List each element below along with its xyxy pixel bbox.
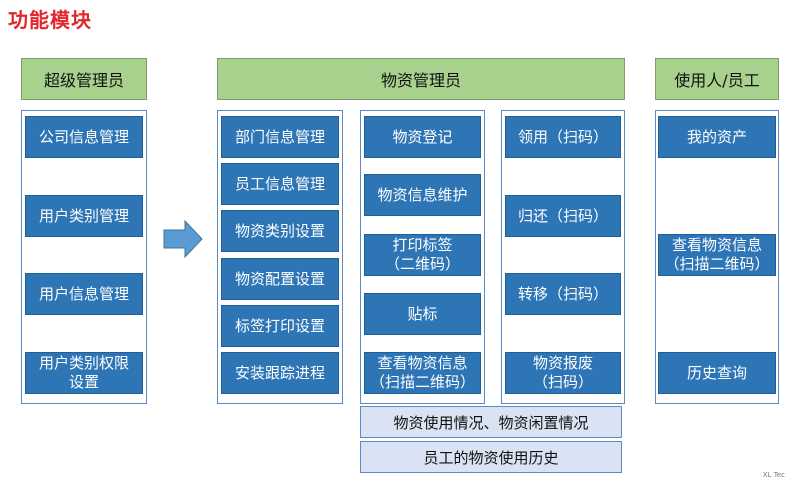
right-arrow-icon	[163, 220, 203, 258]
asset-admin-item-transfer: 转移（扫码）	[505, 273, 621, 315]
asset-admin-item-asset-config: 物资配置设置	[221, 258, 339, 300]
super-admin-item-category-permission: 用户类别权限 设置	[25, 352, 143, 394]
asset-admin-item-asset-register: 物资登记	[364, 116, 481, 158]
asset-admin-item-apply-label: 贴标	[364, 293, 481, 335]
header-asset-admin: 物资管理员	[217, 58, 625, 100]
asset-admin-item-employee-info: 员工信息管理	[221, 163, 339, 205]
asset-admin-item-print-label: 打印标签 （二维码）	[364, 234, 481, 276]
user-item-history: 历史查询	[658, 352, 776, 394]
asset-admin-item-asset-category: 物资类别设置	[221, 210, 339, 252]
asset-admin-item-asset-maintain: 物资信息维护	[364, 174, 481, 216]
user-item-my-assets: 我的资产	[658, 116, 776, 158]
header-user: 使用人/员工	[655, 58, 779, 100]
asset-admin-item-return: 归还（扫码）	[505, 195, 621, 237]
asset-admin-item-install-tracking: 安装跟踪进程	[221, 352, 339, 394]
asset-admin-item-label-print: 标签打印设置	[221, 305, 339, 347]
asset-admin-item-scrap: 物资报废 （扫码）	[505, 352, 621, 394]
header-super-admin: 超级管理员	[21, 58, 147, 100]
super-admin-item-company-info: 公司信息管理	[25, 116, 143, 158]
employee-usage-history: 员工的物资使用历史	[360, 441, 622, 473]
super-admin-item-user-category: 用户类别管理	[25, 195, 143, 237]
asset-usage-report: 物资使用情况、物资闲置情况	[360, 406, 622, 438]
super-admin-item-user-info: 用户信息管理	[25, 273, 143, 315]
page-title: 功能模块	[8, 8, 92, 32]
user-item-view-asset: 查看物资信息 （扫描二维码）	[658, 234, 776, 276]
asset-admin-item-receive: 领用（扫码）	[505, 116, 621, 158]
asset-admin-item-dept-info: 部门信息管理	[221, 116, 339, 158]
watermark: XL Tec	[762, 471, 785, 479]
asset-admin-item-view-asset: 查看物资信息 （扫描二维码）	[364, 352, 481, 394]
